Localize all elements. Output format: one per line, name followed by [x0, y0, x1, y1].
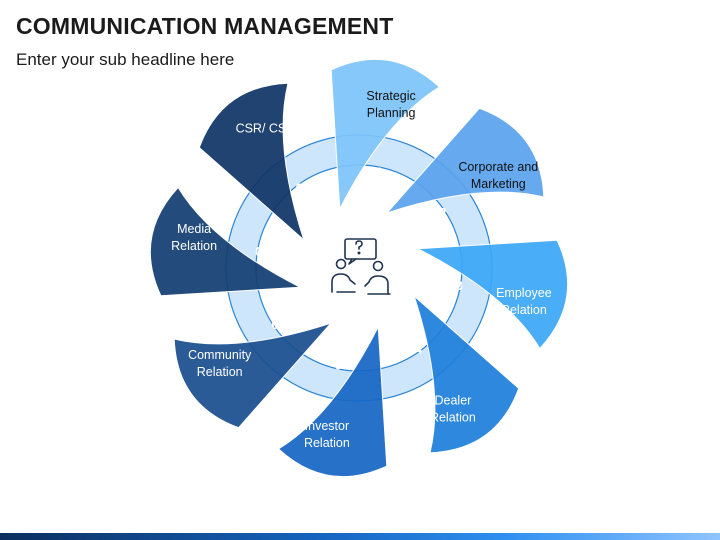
segment-number: 03 — [448, 278, 462, 293]
footer-gradient-bar — [0, 533, 720, 540]
segment-label: CSR/ CSV — [236, 122, 296, 136]
segment-label-line1: Corporate and — [458, 160, 538, 174]
segment-label-line1: Media — [177, 222, 211, 236]
segment-label-line1: CSR/ CSV — [236, 122, 296, 136]
segment-label-line1: Investor — [305, 419, 349, 433]
segment-label-line1: Dealer — [434, 393, 471, 407]
segment-blade — [385, 107, 545, 214]
segment-number: 04 — [408, 341, 423, 356]
segment-08: 08 CSR/ CSV — [198, 82, 310, 242]
segment-label-line2: Marketing — [471, 177, 526, 191]
segment-blade — [277, 325, 388, 478]
segment-label-line2: Planning — [367, 106, 416, 120]
segment-blade — [149, 186, 302, 297]
meeting-discussion-icon — [331, 238, 391, 295]
segment-label-line2: Relation — [197, 365, 243, 379]
segment-label-line1: Strategic — [366, 89, 415, 103]
page-title: COMMUNICATION MANAGEMENT — [16, 13, 394, 39]
segment-label-line1: Employee — [496, 286, 552, 300]
page-subtitle: Enter your sub headline here — [16, 50, 235, 69]
segment-label-line2: Relation — [501, 303, 547, 317]
segment-number: 07 — [255, 244, 269, 259]
segment-label-line2: Relation — [304, 436, 350, 450]
segment-blade — [330, 58, 441, 211]
segment-label-line1: Community — [188, 348, 252, 362]
segment-label-line2: Relation — [171, 239, 217, 253]
segment-blade — [173, 322, 333, 429]
segment-number: 02 — [432, 205, 446, 220]
segment-label-line2: Relation — [430, 410, 476, 424]
segment-number: 08 — [296, 181, 310, 196]
segment-blade — [416, 239, 569, 350]
segment-blade — [198, 82, 305, 242]
segment-blade — [413, 294, 520, 454]
segment-number: 05 — [335, 358, 349, 373]
segment-number: 01 — [369, 165, 383, 180]
segment-number: 06 — [271, 317, 285, 332]
